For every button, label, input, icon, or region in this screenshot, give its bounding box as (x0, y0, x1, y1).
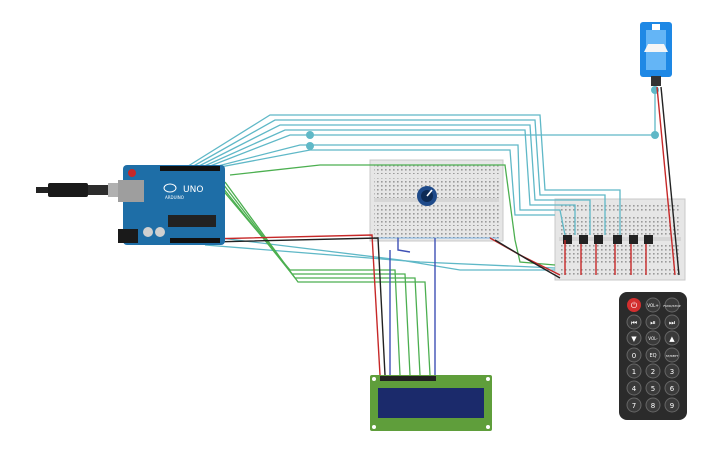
usb-cable (36, 183, 128, 197)
push-button-group (563, 235, 653, 244)
fast-forward-button[interactable]: ⏭ (664, 314, 680, 330)
svg-text:3: 3 (670, 368, 674, 376)
down-button[interactable]: ▼ (626, 330, 642, 346)
svg-text:8: 8 (651, 402, 655, 410)
st-rept-button[interactable]: ST/REPT (664, 347, 680, 363)
digital-header (160, 166, 220, 171)
svg-text:1: 1 (632, 368, 636, 376)
svg-text:5: 5 (651, 385, 655, 393)
svg-text:▲: ▲ (669, 335, 675, 343)
lcd-display (370, 375, 492, 431)
power-jack (118, 229, 138, 243)
up-button[interactable]: ▲ (664, 330, 680, 346)
wire-junction (306, 142, 314, 150)
potentiometer[interactable] (417, 186, 437, 206)
func-stop-button[interactable]: FUNC/STOP (663, 297, 681, 313)
svg-text:⏻: ⏻ (631, 301, 638, 310)
digit-3-button[interactable]: 3 (664, 363, 680, 379)
servo-motor[interactable] (640, 22, 672, 86)
analog-header (170, 238, 220, 243)
svg-text:⏭: ⏭ (669, 319, 676, 327)
digit-2-button[interactable]: 2 (645, 363, 661, 379)
svg-text:9: 9 (670, 402, 674, 410)
green-wires (209, 164, 556, 376)
digit-7-button[interactable]: 7 (626, 397, 642, 413)
digit-5-button[interactable]: 5 (645, 380, 661, 396)
arduino-maker-label: ARDUINO (165, 195, 184, 200)
wire-junction (651, 131, 659, 139)
vol-minus-button[interactable]: VOL- (645, 330, 661, 346)
power-button[interactable]: ⏻ (627, 298, 641, 312)
digit-8-button[interactable]: 8 (645, 397, 661, 413)
svg-text:⏮: ⏮ (631, 319, 637, 327)
svg-text:EQ: EQ (649, 353, 656, 359)
zero-button[interactable]: 0 (626, 347, 642, 363)
push-button-4[interactable] (613, 235, 622, 244)
push-button-6[interactable] (644, 235, 653, 244)
wire-junction (306, 131, 314, 139)
push-button-1[interactable] (563, 235, 572, 244)
svg-text:⏯: ⏯ (650, 319, 656, 327)
lcd-screen (378, 388, 484, 418)
svg-text:ST/REPT: ST/REPT (666, 354, 679, 358)
digit-9-button[interactable]: 9 (664, 397, 680, 413)
ir-remote: ⏻ VOL+ FUNC/STOP ⏮ ⏯ ⏭ ▼ VOL- (619, 292, 687, 420)
power-wires (164, 86, 680, 376)
svg-text:▼: ▼ (631, 335, 637, 343)
svg-text:FUNC/STOP: FUNC/STOP (663, 304, 680, 308)
breadboard-main (369, 159, 504, 242)
rewind-button[interactable]: ⏮ (626, 314, 642, 330)
usb-port (118, 180, 144, 202)
svg-text:7: 7 (632, 402, 636, 410)
arduino-uno-label: UNO (183, 185, 203, 195)
arduino-uno[interactable]: UNO ARDUINO (118, 165, 225, 245)
eq-button[interactable]: EQ (645, 347, 661, 363)
svg-text:VOL+: VOL+ (647, 303, 658, 308)
svg-text:2: 2 (651, 368, 655, 376)
svg-text:6: 6 (670, 385, 675, 393)
teal-wires (184, 88, 656, 271)
svg-text:4: 4 (632, 385, 637, 393)
digit-6-button[interactable]: 6 (664, 380, 680, 396)
reset-button[interactable] (128, 169, 136, 177)
vol-plus-button[interactable]: VOL+ (645, 297, 661, 313)
digit-1-button[interactable]: 1 (626, 363, 642, 379)
svg-text:0: 0 (632, 352, 636, 360)
digit-4-button[interactable]: 4 (626, 380, 642, 396)
push-button-3[interactable] (594, 235, 603, 244)
lcd-pin-header (380, 376, 436, 381)
play-pause-button[interactable]: ⏯ (645, 314, 661, 330)
svg-text:VOL-: VOL- (648, 336, 658, 341)
push-button-5[interactable] (629, 235, 638, 244)
push-button-2[interactable] (579, 235, 588, 244)
microcontroller-chip (168, 215, 216, 227)
